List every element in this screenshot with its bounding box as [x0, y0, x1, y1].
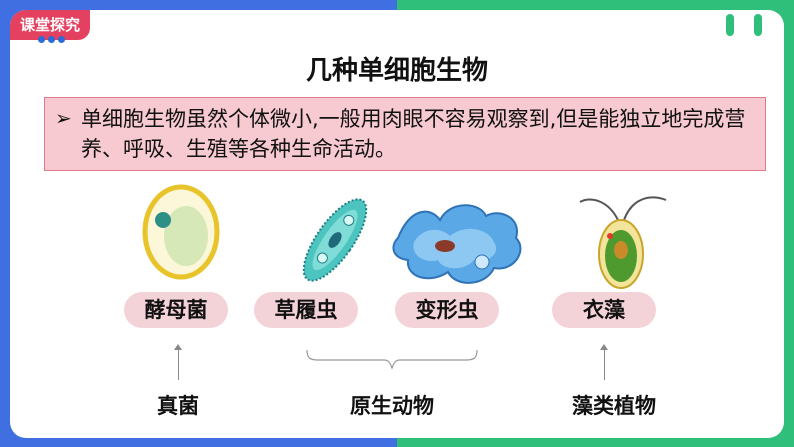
- brace-icon: [306, 349, 478, 370]
- bullet-arrow-icon: ➢: [55, 106, 72, 130]
- info-box: ➢ 单细胞生物虽然个体微小,一般用肉眼不容易观察到,但是能独立地完成营养、呼吸、…: [44, 97, 766, 171]
- slide-title: 几种单细胞生物: [305, 56, 488, 86]
- arrow-up-icon: [174, 344, 182, 380]
- organism-label-amoeba: 变形虫: [395, 292, 499, 328]
- category-algae: 藻类植物: [572, 394, 656, 418]
- decor-dots: [38, 28, 68, 47]
- category-protozoa: 原生动物: [350, 394, 434, 418]
- binder-pins: [706, 14, 762, 40]
- info-text: 单细胞生物虽然个体微小,一般用肉眼不容易观察到,但是能独立地完成营养、呼吸、生殖…: [81, 107, 746, 161]
- chlamydomonas-icon: [579, 196, 667, 289]
- arrow-up-icon: [600, 344, 608, 380]
- section-tag: 课堂探究: [10, 10, 91, 40]
- amoeba-icon: [392, 204, 522, 284]
- yeast-cell-icon: [142, 184, 220, 280]
- paramecium-icon: [302, 198, 368, 282]
- organism-label-chlamydomonas: 衣藻: [552, 292, 656, 328]
- organism-label-paramecium: 草履虫: [254, 292, 358, 328]
- organism-label-yeast: 酵母菌: [124, 292, 228, 328]
- slide-card: 课堂探究 几种单细胞生物 ➢ 单细胞生物虽然个体微小,一般用肉眼不容易观察到,但…: [10, 10, 784, 438]
- category-fungi: 真菌: [157, 394, 199, 418]
